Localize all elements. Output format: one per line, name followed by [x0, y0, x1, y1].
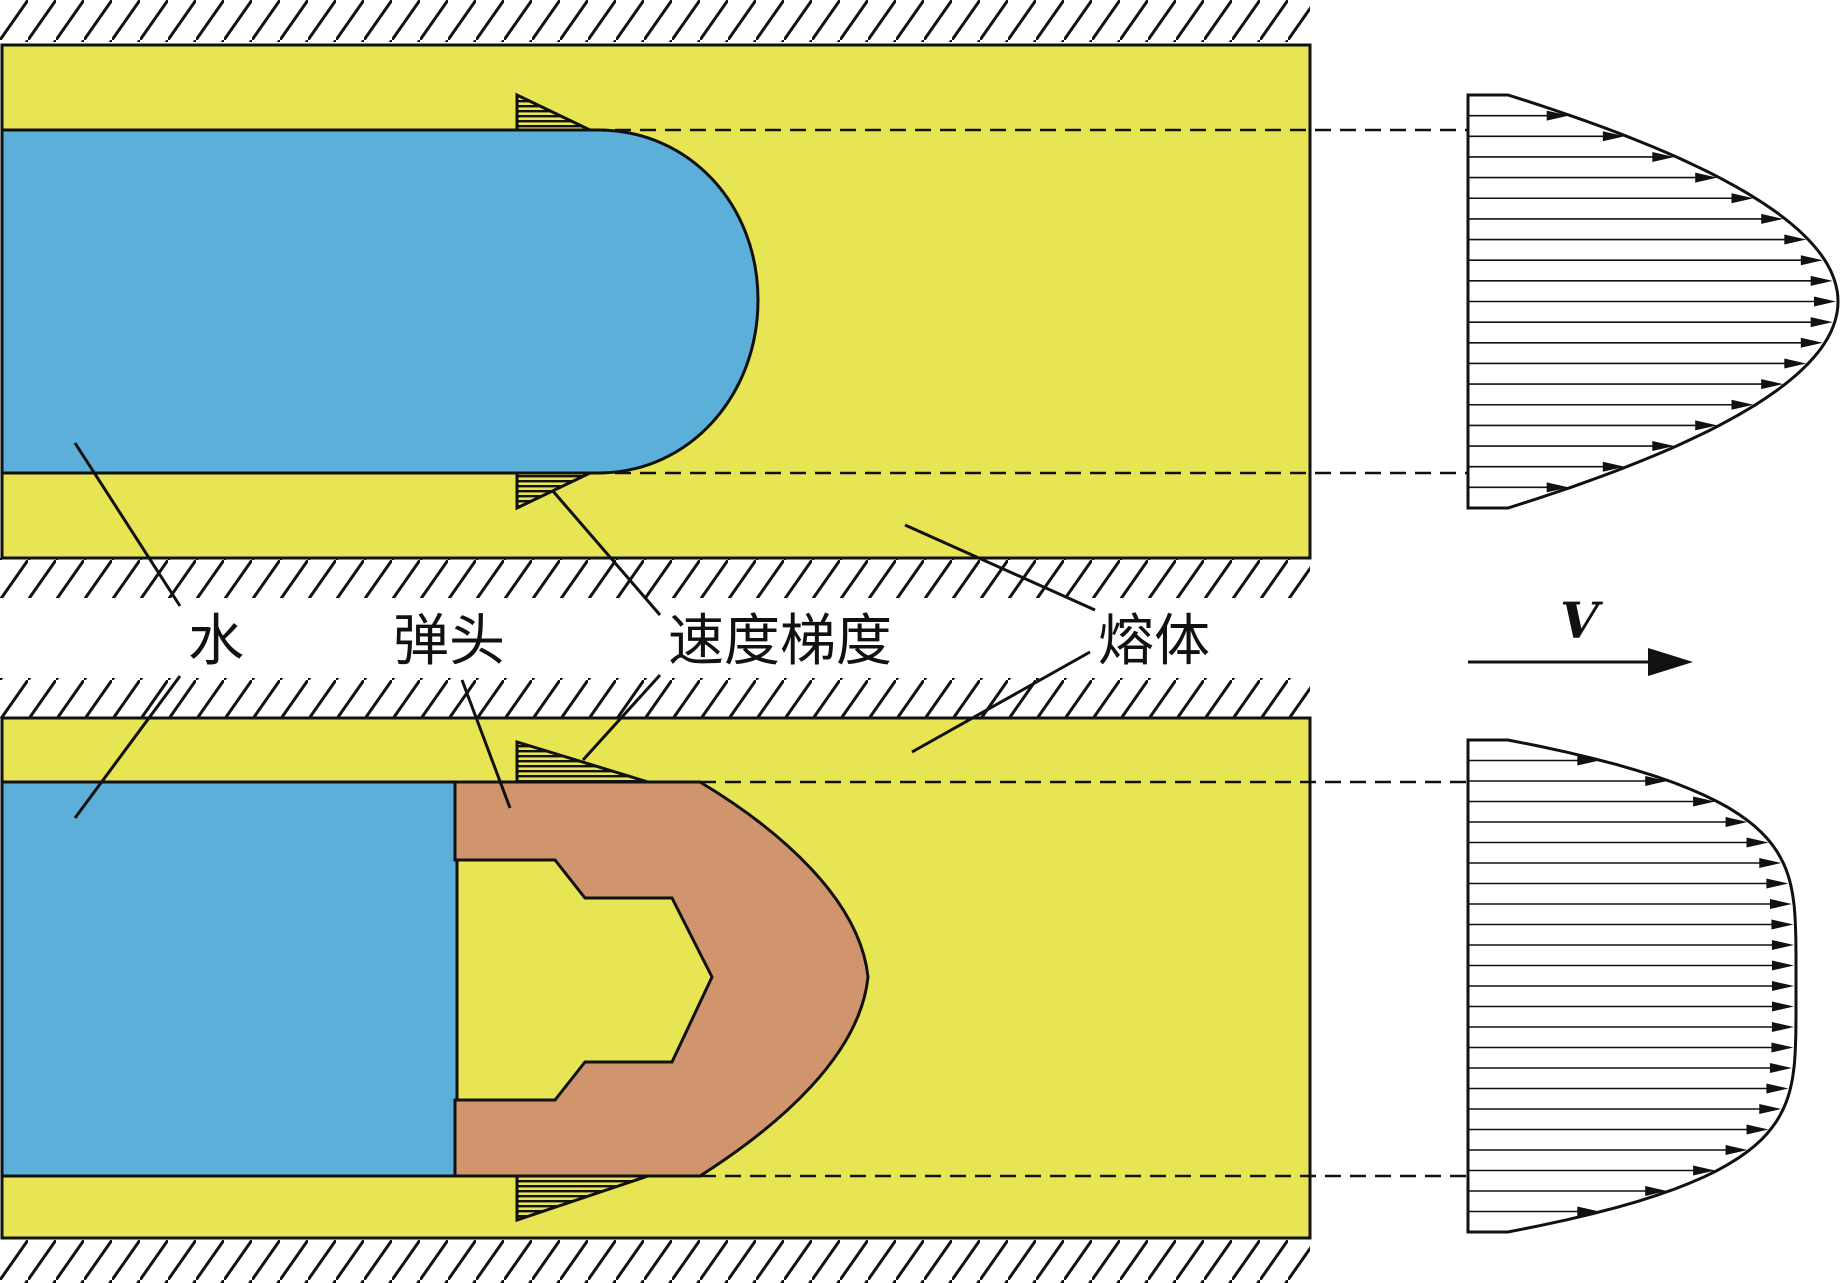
velocity-arrowhead [1771, 919, 1794, 930]
velocity-arrowhead [1725, 1145, 1748, 1155]
velocity-arrowhead [1695, 172, 1718, 183]
velocity-arrowhead [1746, 1124, 1769, 1135]
velocity-arrowhead [1766, 878, 1789, 889]
velocity-arrowhead [1784, 234, 1807, 245]
bottom-panel [0, 716, 1468, 1240]
velocity-arrowhead [1761, 213, 1784, 224]
velocity-arrowhead [1645, 776, 1668, 786]
velocity-arrowhead [1725, 817, 1748, 827]
velocity-arrowhead [1695, 420, 1718, 431]
velocity-arrowhead [1693, 796, 1716, 807]
velocity-arrowhead [1769, 899, 1792, 909]
velocity-arrowhead [1693, 1165, 1716, 1176]
mold-wall-top [0, 0, 1310, 42]
velocity-arrowhead [1810, 275, 1833, 286]
velocity-gradient-wedge-bottom-2 [515, 1174, 649, 1223]
velocity-arrowhead [1577, 755, 1600, 766]
velocity-arrowhead [1771, 1022, 1794, 1032]
velocity-arrowhead [1731, 399, 1754, 410]
velocity-arrowhead [1771, 1001, 1794, 1012]
melt-label: 熔体 [1098, 609, 1210, 674]
mold-wall-hatching [0, 0, 1310, 1283]
velocity-arrowhead [1645, 1186, 1668, 1196]
velocity-arrowhead [1771, 940, 1794, 950]
velocity-arrowhead [1746, 837, 1769, 848]
velocity-arrowhead [1772, 981, 1794, 991]
bullet-label: 弹头 [393, 609, 505, 674]
velocity-arrowhead [1771, 1042, 1794, 1053]
velocity-arrowhead [1652, 441, 1675, 452]
bullet-shape [453, 780, 870, 1178]
velocity-arrowhead [1784, 358, 1807, 369]
velocity-arrowhead [1546, 110, 1569, 121]
velocity-profile-top [1466, 93, 1840, 510]
velocity-profile-outline [1466, 738, 1798, 1234]
flow-direction-arrow: V [1468, 591, 1693, 676]
velocity-arrowhead [1759, 1104, 1782, 1114]
water-label: 水 [188, 609, 244, 674]
water-region-top [0, 128, 760, 475]
velocity-arrowhead [1814, 296, 1836, 307]
top-panel [0, 43, 1468, 560]
velocity-arrowhead [1577, 1206, 1600, 1217]
velocity-gradient-wedge-top-1 [515, 92, 591, 132]
velocity-label: V [1560, 591, 1604, 650]
leader-lines [73, 442, 1096, 819]
velocity-arrowhead [1759, 858, 1782, 868]
velocity-arrowhead [1602, 131, 1625, 142]
velocity-arrowhead [1769, 1063, 1792, 1073]
velocity-arrowhead [1800, 337, 1823, 348]
velocity-profile-bottom [1466, 738, 1798, 1234]
velocity-arrowhead [1546, 482, 1569, 493]
mold-wall-bottom [0, 1240, 1310, 1283]
velocity-arrowhead [1766, 1083, 1789, 1094]
velocity-profile-outline [1466, 93, 1840, 510]
water-region-bottom [0, 780, 459, 1178]
velocity-gradient-label: 速度梯度 [668, 609, 892, 674]
velocity-arrowhead [1652, 151, 1675, 162]
velocity-arrowhead [1810, 317, 1833, 328]
velocity-arrowhead [1761, 379, 1784, 390]
velocity-arrowhead [1731, 193, 1754, 204]
velocity-arrowhead [1800, 255, 1823, 266]
velocity-arrowhead [1771, 960, 1794, 971]
mold-wall-middle-lower [0, 678, 1310, 718]
velocity-arrowhead [1602, 461, 1625, 472]
velocity-gradient-wedge-bottom-1 [515, 739, 649, 784]
mold-wall-middle-upper [0, 558, 1310, 598]
